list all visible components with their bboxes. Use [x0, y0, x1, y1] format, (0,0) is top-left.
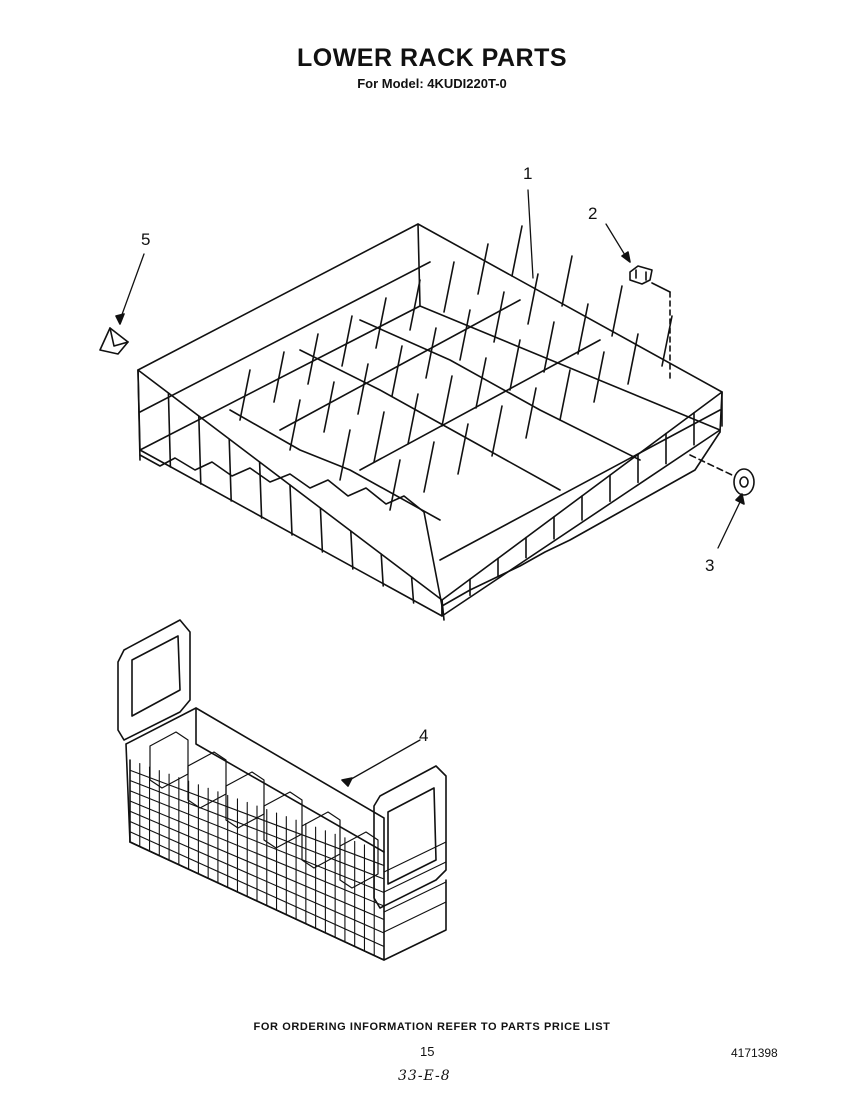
basket-grid-line [129, 831, 385, 948]
rack-tine [239, 369, 251, 421]
rack-tine [443, 261, 455, 313]
rack-wire [137, 369, 141, 451]
rack-tine [409, 279, 421, 331]
rack-tine [423, 441, 435, 493]
rack-tine [323, 381, 335, 433]
rack-clip [605, 223, 671, 381]
basket-grid-line [129, 820, 385, 934]
rack-tine [307, 333, 319, 385]
lower-dish-rack [137, 189, 723, 621]
callout-1: 1 [523, 164, 533, 183]
basket-grid-line [383, 861, 447, 893]
rack-tine [477, 243, 489, 295]
rack-wire [319, 507, 324, 553]
model-number: 4KUDI220T-0 [427, 76, 507, 91]
rack-tine [357, 363, 369, 415]
basket-grid-line [129, 810, 385, 921]
rack-tine [525, 387, 537, 439]
callout-3: 3 [705, 556, 715, 575]
rack-wire [410, 576, 415, 604]
basket-grid-line [383, 901, 447, 933]
rack-wire [289, 484, 293, 536]
rack-tine [543, 321, 555, 373]
ordering-note: FOR ORDERING INFORMATION REFER TO PARTS … [253, 1021, 611, 1033]
rack-tine [391, 345, 403, 397]
rack-wire [228, 438, 232, 502]
basket-compartment [339, 831, 379, 889]
callout-2: 2 [588, 204, 598, 223]
basket-grid-line [129, 800, 385, 907]
rack-tine [407, 393, 419, 445]
rack-wheel [689, 454, 755, 549]
silverware-basket [117, 619, 447, 961]
rack-tine [627, 333, 639, 385]
rack-wire [167, 392, 172, 468]
rack-tine [375, 297, 387, 349]
rack-wire [380, 553, 385, 587]
rack-tine [559, 369, 571, 421]
callout-5: 5 [141, 230, 151, 249]
rack-tine [373, 411, 385, 463]
rack-wire [258, 461, 263, 519]
rack-tine [611, 285, 623, 337]
rack-wire [349, 530, 354, 570]
rack-wire [198, 415, 202, 485]
rack-tine [491, 405, 503, 457]
handwritten-mark: 33-E-8 [398, 1068, 451, 1084]
rack-tine [441, 375, 453, 427]
rack-tine [475, 357, 487, 409]
basket-grid-line [383, 881, 447, 913]
basket-grid-line [383, 841, 447, 873]
model-label: For Model: [357, 76, 424, 91]
basket-grid-line [129, 779, 385, 880]
rack-tine [593, 351, 605, 403]
callout-4: 4 [419, 726, 429, 745]
rack-tine [577, 303, 589, 355]
document-number: 4171398 [731, 1046, 778, 1060]
page-title: LOWER RACK PARTS [296, 44, 568, 72]
rack-tine [425, 327, 437, 379]
rack-tine [341, 315, 353, 367]
basket-grid-line [129, 790, 385, 894]
rack-tine [459, 309, 471, 361]
rack-stop [99, 253, 145, 355]
rack-tine [389, 459, 401, 511]
model-line: For Model: 4KUDI220T-0 [0, 76, 864, 91]
rack-tine [289, 399, 301, 451]
rack-tine [493, 291, 505, 343]
page-number: 15 [420, 1044, 435, 1059]
rack-tine [509, 339, 521, 391]
rack-tine [273, 351, 285, 403]
rack-tine [339, 429, 351, 481]
rack-tine [527, 273, 539, 325]
rack-tine [457, 423, 469, 475]
rack-tine [511, 225, 523, 277]
rack-tine [561, 255, 573, 307]
